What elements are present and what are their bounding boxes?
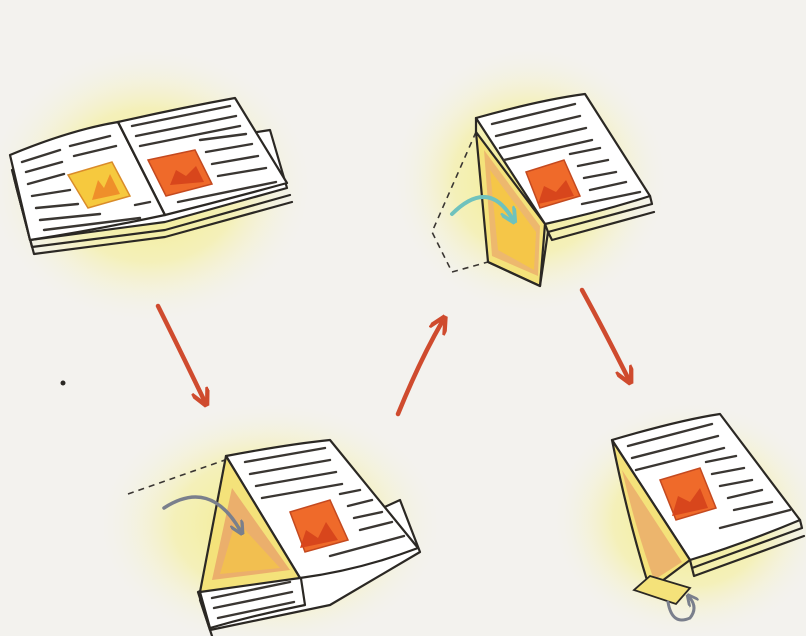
flow-arrow-3 (582, 290, 628, 378)
flow-arrow-2 (398, 322, 442, 414)
stray-dot (61, 381, 66, 386)
